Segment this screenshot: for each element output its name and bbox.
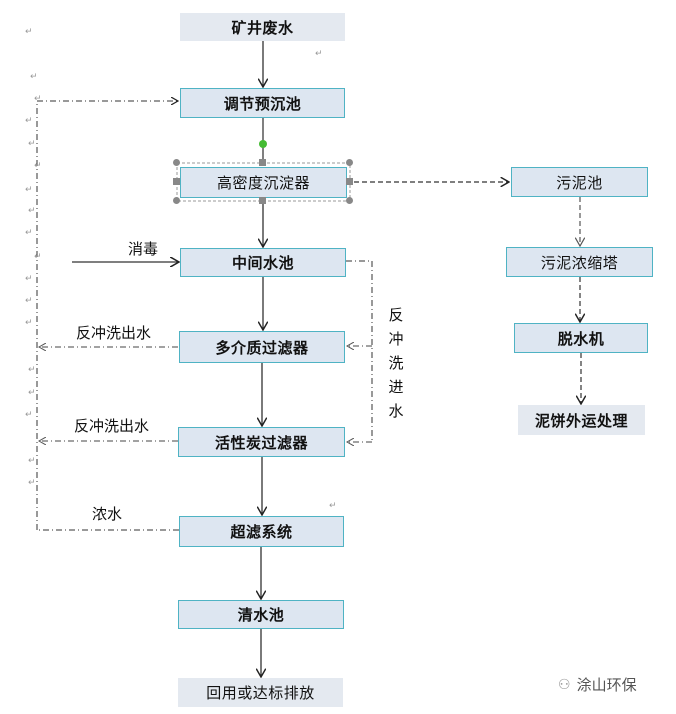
wechat-icon: ⚇ [558, 676, 571, 693]
backwash-in-char: 进 [388, 378, 404, 396]
paragraph-mark: ↵ [34, 252, 42, 262]
backwash-in-label: 反 冲 洗 进 水 [387, 303, 405, 423]
resize-handle[interactable] [173, 159, 180, 166]
paragraph-mark: ↵ [28, 206, 36, 216]
backwash-out-label: 反冲洗出水 [76, 324, 152, 342]
concentrate-label: 浓水 [92, 505, 123, 523]
box-clear-water-tank[interactable]: 清水池 [178, 600, 344, 629]
box-label: 多介质过滤器 [215, 338, 309, 357]
resize-handle[interactable] [173, 197, 180, 204]
paragraph-mark: ↵ [25, 27, 33, 37]
paragraph-mark: ↵ [329, 501, 337, 511]
paragraph-mark: ↵ [28, 388, 36, 398]
backwash-in-char: 反 [388, 306, 404, 324]
box-label: 调节预沉池 [223, 94, 302, 113]
box-label: 清水池 [237, 606, 285, 624]
resize-handle[interactable] [259, 159, 266, 166]
backwash-in-char: 洗 [388, 354, 404, 372]
paragraph-mark: ↵ [25, 318, 33, 328]
box-label: 污泥浓缩塔 [540, 253, 619, 272]
box-dewatering-machine[interactable]: 脱水机 [514, 323, 648, 353]
box-sludge-cake-disposal[interactable]: 泥饼外运处理 [518, 405, 645, 435]
watermark-text: 涂山环保 [576, 676, 637, 694]
paragraph-mark: ↵ [25, 410, 33, 420]
resize-handle[interactable] [346, 159, 353, 166]
resize-handle[interactable] [259, 197, 266, 204]
backwash-in-char: 冲 [388, 330, 404, 348]
box-label: 高密度沉淀器 [216, 174, 310, 192]
paragraph-mark: ↵ [28, 478, 36, 488]
box-mine-wastewater[interactable]: 矿井废水 [180, 13, 345, 41]
box-sludge-tank[interactable]: 污泥池 [511, 167, 648, 197]
resize-handle[interactable] [346, 178, 353, 185]
paragraph-mark: ↵ [25, 116, 33, 126]
rotation-handle[interactable] [259, 140, 267, 148]
box-multimedia-filter[interactable]: 多介质过滤器 [179, 331, 345, 363]
backwash-in-line [346, 260, 373, 442]
paragraph-mark: ↵ [28, 139, 36, 149]
box-label: 泥饼外运处理 [534, 411, 628, 430]
resize-handle[interactable] [173, 178, 180, 185]
box-label: 矿井废水 [231, 18, 294, 37]
paragraph-mark: ↵ [28, 365, 36, 375]
box-label: 中间水池 [231, 254, 294, 272]
paragraph-mark: ↵ [28, 456, 36, 466]
paragraph-mark: ↵ [25, 228, 33, 238]
paragraph-mark: ↵ [25, 185, 33, 195]
box-label: 脱水机 [557, 329, 605, 348]
paragraph-mark: ↵ [34, 94, 42, 104]
box-ultrafiltration-system[interactable]: 超滤系统 [179, 516, 344, 547]
box-high-density-clarifier[interactable]: 高密度沉淀器 [180, 167, 347, 198]
box-label: 活性炭过滤器 [214, 433, 308, 452]
paragraph-mark: ↵ [30, 72, 38, 82]
paragraph-mark: ↵ [25, 296, 33, 306]
box-regulating-presettling-tank[interactable]: 调节预沉池 [180, 88, 345, 118]
box-intermediate-tank[interactable]: 中间水池 [180, 248, 346, 277]
backwash-in-char: 水 [388, 402, 404, 420]
disinfection-label: 消毒 [128, 240, 159, 258]
paragraph-mark: ↵ [25, 274, 33, 284]
watermark: ⚇ 涂山环保 [558, 674, 637, 695]
box-label: 污泥池 [556, 173, 603, 192]
paragraph-mark: ↵ [315, 49, 323, 59]
box-label: 超滤系统 [230, 523, 293, 541]
box-label: 回用或达标排放 [206, 684, 315, 702]
resize-handle[interactable] [346, 197, 353, 204]
box-reuse-or-discharge[interactable]: 回用或达标排放 [178, 678, 343, 707]
paragraph-mark: ↵ [34, 161, 42, 171]
backwash-out-label: 反冲洗出水 [74, 417, 150, 435]
return-line [36, 101, 178, 530]
box-sludge-thickener[interactable]: 污泥浓缩塔 [506, 247, 653, 277]
box-activated-carbon-filter[interactable]: 活性炭过滤器 [178, 427, 345, 457]
